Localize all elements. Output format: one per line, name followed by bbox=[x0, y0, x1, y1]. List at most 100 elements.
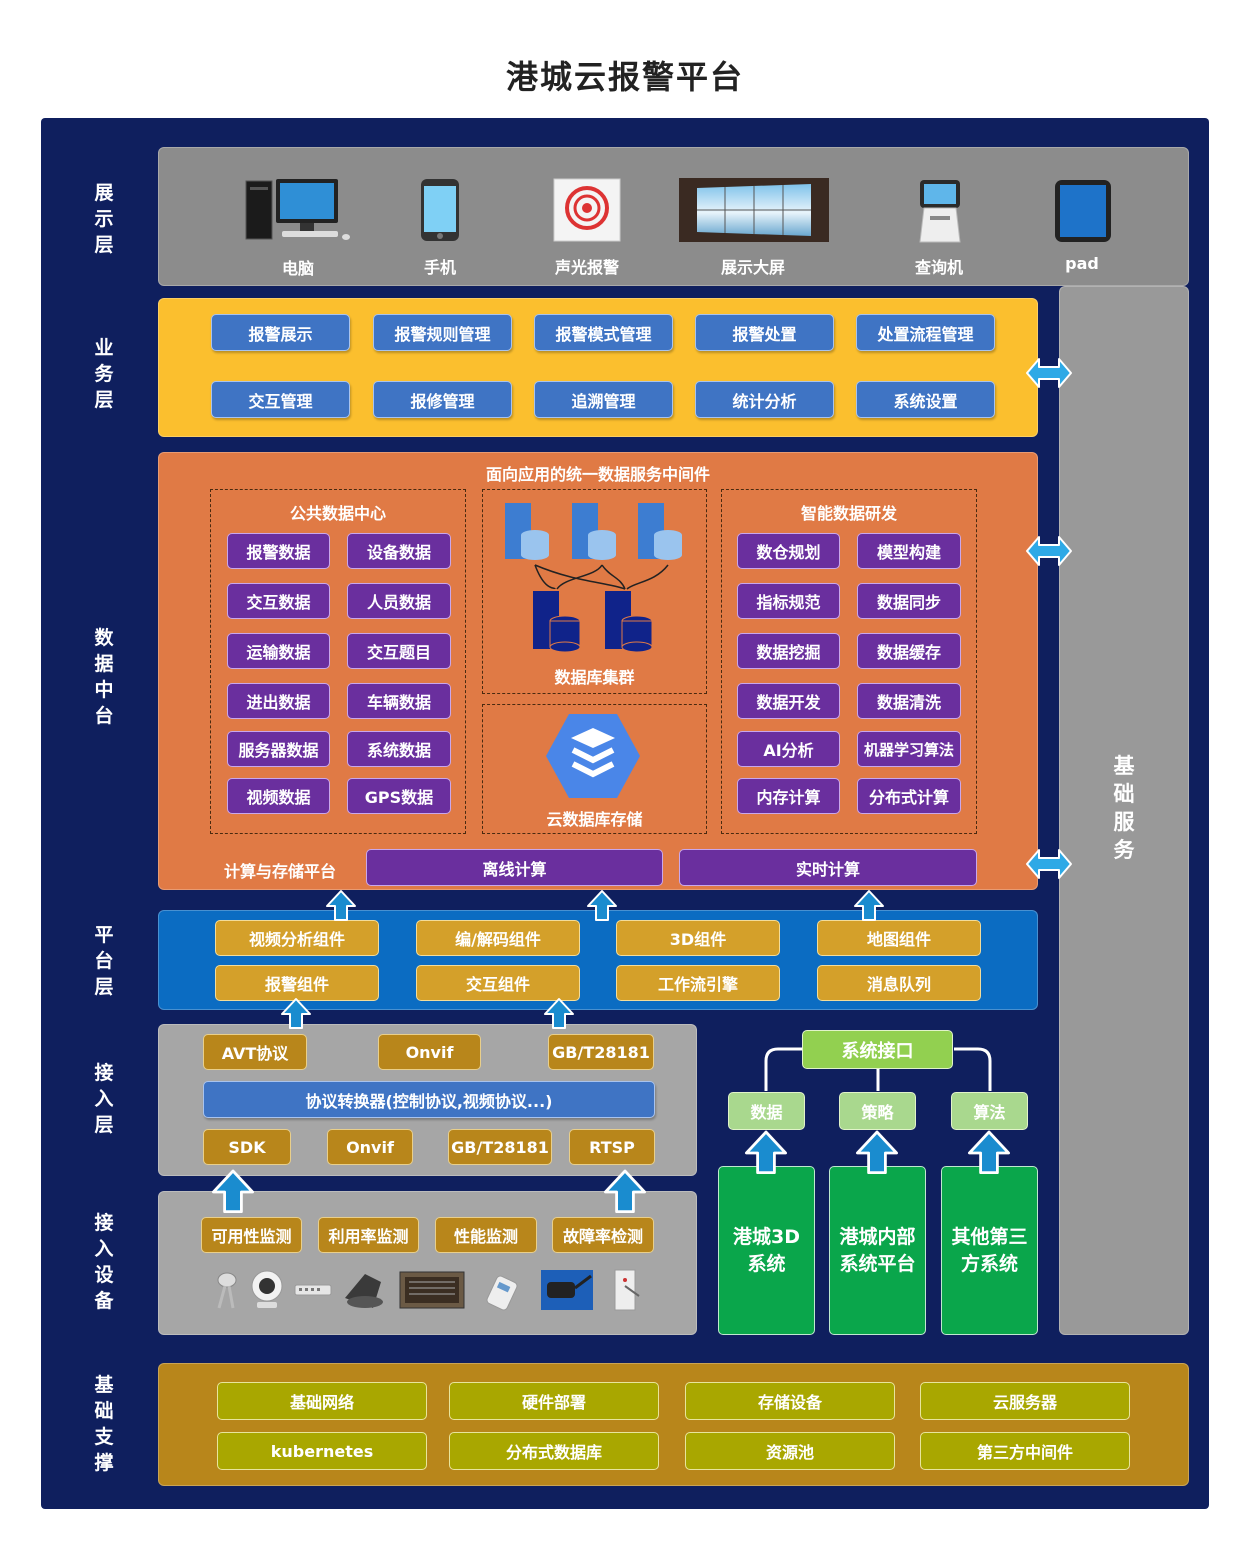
biz-statistics[interactable]: 统计分析 bbox=[695, 381, 834, 418]
smart-ml-algorithm[interactable]: 机器学习算法 bbox=[857, 731, 961, 767]
map-component[interactable]: 地图组件 bbox=[817, 920, 981, 956]
gangcheng-3d-system[interactable]: 港城3D系统 bbox=[718, 1166, 815, 1335]
interface-strategy[interactable]: 策略 bbox=[839, 1092, 916, 1130]
system-interface-title[interactable]: 系统接口 bbox=[802, 1030, 953, 1069]
sdk[interactable]: SDK bbox=[203, 1129, 291, 1165]
label-data-center: 数据中台 bbox=[94, 627, 114, 727]
public-personnel-data[interactable]: 人员数据 bbox=[347, 583, 451, 619]
public-data-box bbox=[210, 489, 466, 834]
availability-monitor[interactable]: 可用性监测 bbox=[201, 1217, 302, 1253]
phone-icon bbox=[421, 179, 459, 241]
device-label-pad: pad bbox=[1065, 254, 1099, 273]
public-entry-exit-data[interactable]: 进出数据 bbox=[227, 683, 330, 719]
infra-third-party-middleware[interactable]: 第三方中间件 bbox=[920, 1432, 1130, 1470]
biz-alarm-mode-mgmt[interactable]: 报警模式管理 bbox=[534, 314, 673, 351]
third-party-systems[interactable]: 其他第三方系统 bbox=[941, 1166, 1038, 1335]
infra-network[interactable]: 基础网络 bbox=[217, 1382, 427, 1420]
query-kiosk-icon bbox=[919, 180, 961, 243]
base-services-label: 基础服务 bbox=[1113, 754, 1135, 862]
smart-data-cleaning[interactable]: 数据清洗 bbox=[857, 683, 961, 719]
smart-warehouse-planning[interactable]: 数仓规划 bbox=[737, 533, 840, 569]
biz-trace-mgmt[interactable]: 追溯管理 bbox=[534, 381, 673, 418]
infra-distributed-db[interactable]: 分布式数据库 bbox=[449, 1432, 659, 1470]
smart-data-sync[interactable]: 数据同步 bbox=[857, 583, 961, 619]
biz-alarm-handling[interactable]: 报警处置 bbox=[695, 314, 834, 351]
public-interaction-data[interactable]: 交互数据 bbox=[227, 583, 330, 619]
infra-storage[interactable]: 存储设备 bbox=[685, 1382, 895, 1420]
label-platform-layer: 平台层 bbox=[94, 924, 114, 998]
db-cluster-box bbox=[482, 489, 707, 694]
protocol-converter[interactable]: 协议转换器(控制协议,视频协议...) bbox=[203, 1081, 655, 1118]
smart-ai-analysis[interactable]: AI分析 bbox=[737, 731, 840, 767]
access-device-icons bbox=[217, 1269, 640, 1311]
biz-alarm-display[interactable]: 报警展示 bbox=[211, 314, 350, 351]
public-gps-data[interactable]: GPS数据 bbox=[347, 778, 451, 814]
public-device-data[interactable]: 设备数据 bbox=[347, 533, 451, 569]
interaction-component[interactable]: 交互组件 bbox=[416, 965, 580, 1001]
biz-interaction-mgmt[interactable]: 交互管理 bbox=[211, 381, 350, 418]
failure-rate-monitor[interactable]: 故障率检测 bbox=[552, 1217, 654, 1253]
smart-data-dev[interactable]: 数据开发 bbox=[737, 683, 840, 719]
interface-data[interactable]: 数据 bbox=[728, 1092, 805, 1130]
biz-system-settings[interactable]: 系统设置 bbox=[856, 381, 995, 418]
smart-metric-spec[interactable]: 指标规范 bbox=[737, 583, 840, 619]
router-icon bbox=[345, 1274, 383, 1308]
avt-protocol[interactable]: AVT协议 bbox=[203, 1034, 307, 1070]
codec-component[interactable]: 编/解码组件 bbox=[416, 920, 580, 956]
device-label-computer: 电脑 bbox=[281, 259, 314, 278]
computer-icon bbox=[245, 179, 350, 240]
biz-alarm-rule-mgmt[interactable]: 报警规则管理 bbox=[373, 314, 512, 351]
cloud-database-icon bbox=[546, 714, 640, 798]
public-server-data[interactable]: 服务器数据 bbox=[227, 731, 330, 767]
message-queue[interactable]: 消息队列 bbox=[817, 965, 981, 1001]
public-transport-data[interactable]: 运输数据 bbox=[227, 633, 330, 669]
public-vehicle-data[interactable]: 车辆数据 bbox=[347, 683, 451, 719]
infra-kubernetes[interactable]: kubernetes bbox=[217, 1432, 427, 1470]
compute-base-arrow-icon bbox=[1026, 849, 1072, 879]
biz-process-mgmt[interactable]: 处置流程管理 bbox=[856, 314, 995, 351]
realtime-compute[interactable]: 实时计算 bbox=[679, 849, 977, 886]
cloud-storage-box bbox=[482, 704, 707, 834]
performance-monitor[interactable]: 性能监测 bbox=[435, 1217, 537, 1253]
platform-up-arrow-icon bbox=[854, 890, 884, 921]
turnstile-icon bbox=[614, 1269, 640, 1311]
smart-data-cache[interactable]: 数据缓存 bbox=[857, 633, 961, 669]
utilization-monitor[interactable]: 利用率监测 bbox=[318, 1217, 419, 1253]
gbt28181-top[interactable]: GB/T28181 bbox=[548, 1034, 654, 1070]
rtsp[interactable]: RTSP bbox=[569, 1129, 655, 1165]
public-system-data[interactable]: 系统数据 bbox=[347, 731, 451, 767]
gbt28181-bottom[interactable]: GB/T28181 bbox=[448, 1129, 552, 1165]
network-switch-icon bbox=[294, 1284, 332, 1296]
offline-compute[interactable]: 离线计算 bbox=[366, 849, 663, 886]
infra-hardware[interactable]: 硬件部署 bbox=[449, 1382, 659, 1420]
interface-algorithm[interactable]: 算法 bbox=[951, 1092, 1028, 1130]
gangcheng-internal-platform[interactable]: 港城内部系统平台 bbox=[829, 1166, 926, 1335]
public-alarm-data[interactable]: 报警数据 bbox=[227, 533, 330, 569]
smart-distributed-compute[interactable]: 分布式计算 bbox=[857, 778, 961, 814]
public-video-data[interactable]: 视频数据 bbox=[227, 778, 330, 814]
video-analysis-component[interactable]: 视频分析组件 bbox=[215, 920, 379, 956]
label-business-layer: 业务层 bbox=[94, 337, 114, 411]
system-interface-connectors bbox=[764, 1047, 992, 1091]
sound-light-alarm-icon bbox=[553, 178, 621, 242]
onvif-top[interactable]: Onvif bbox=[378, 1034, 481, 1070]
infra-cloud-server[interactable]: 云服务器 bbox=[920, 1382, 1130, 1420]
onvif-bottom[interactable]: Onvif bbox=[327, 1129, 413, 1165]
3d-component[interactable]: 3D组件 bbox=[616, 920, 780, 956]
workflow-engine[interactable]: 工作流引擎 bbox=[616, 965, 780, 1001]
display-wall-icon bbox=[679, 178, 829, 242]
smart-data-mining[interactable]: 数据挖掘 bbox=[737, 633, 840, 669]
access-up-arrow-icon bbox=[544, 998, 574, 1029]
data-base-arrow-icon bbox=[1026, 536, 1072, 566]
devices-up-arrow-icon bbox=[604, 1169, 646, 1213]
device-label-kiosk: 查询机 bbox=[914, 258, 963, 277]
biz-repair-mgmt[interactable]: 报修管理 bbox=[373, 381, 512, 418]
device-label-display-wall: 展示大屏 bbox=[720, 258, 785, 277]
camera-stand-icon bbox=[217, 1272, 237, 1309]
public-interaction-questions[interactable]: 交互题目 bbox=[347, 633, 451, 669]
infra-resource-pool[interactable]: 资源池 bbox=[685, 1432, 895, 1470]
smart-model-building[interactable]: 模型构建 bbox=[857, 533, 961, 569]
dvr-icon bbox=[399, 1271, 465, 1309]
smart-memory-compute[interactable]: 内存计算 bbox=[737, 778, 840, 814]
